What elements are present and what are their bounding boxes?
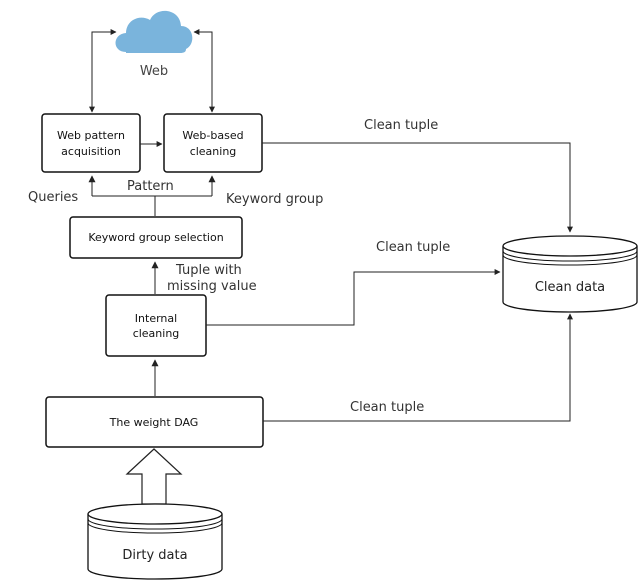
web-based-cleaning-box: Web-based cleaning: [163, 113, 263, 173]
edge-clean-tuple-top: [262, 142, 573, 233]
clean-data-label: Clean data: [535, 280, 605, 295]
edge-label-keyword-group: Keyword group: [226, 192, 323, 207]
keyword-group-selection-box: Keyword group selection: [69, 216, 243, 259]
edge-pattern-bracket: [88, 175, 216, 216]
edge-clean-tuple-bottom: [263, 313, 573, 422]
web-pattern-acquisition-box: Web pattern acquisition: [41, 113, 141, 173]
edge-label-tuple-line1: Tuple with: [175, 263, 242, 278]
web-connector-right: [193, 29, 215, 113]
web-pattern-line2: acquisition: [61, 145, 121, 158]
edge-label-clean-tuple-bottom: Clean tuple: [350, 400, 424, 415]
clean-data-database: Clean data: [502, 235, 638, 313]
weight-dag-label: The weight DAG: [109, 416, 199, 429]
edge-label-tuple-line2: missing value: [167, 279, 257, 294]
web-cleaning-line1: Web-based: [182, 129, 243, 142]
web-pattern-line1: Web pattern: [57, 129, 125, 142]
edge-label-pattern: Pattern: [127, 179, 174, 194]
dirty-data-label: Dirty data: [122, 548, 187, 563]
internal-cleaning-line2: cleaning: [133, 327, 180, 340]
keyword-selection-label: Keyword group selection: [88, 231, 223, 244]
weight-dag-box: The weight DAG: [45, 396, 264, 448]
web-cleaning-line2: cleaning: [190, 145, 237, 158]
hollow-input-arrow: [125, 448, 183, 505]
internal-cleaning-line1: Internal: [135, 312, 177, 325]
web-label: Web: [140, 64, 168, 79]
internal-cleaning-box: Internal cleaning: [105, 294, 207, 357]
web-connector-left: [89, 29, 117, 113]
dirty-data-database: Dirty data: [87, 503, 223, 580]
edge-clean-tuple-mid: [206, 269, 501, 326]
edge-label-clean-tuple-top: Clean tuple: [364, 118, 438, 133]
edge-label-queries: Queries: [28, 190, 78, 205]
cloud-icon: [115, 10, 193, 53]
edge-label-clean-tuple-mid: Clean tuple: [376, 240, 450, 255]
